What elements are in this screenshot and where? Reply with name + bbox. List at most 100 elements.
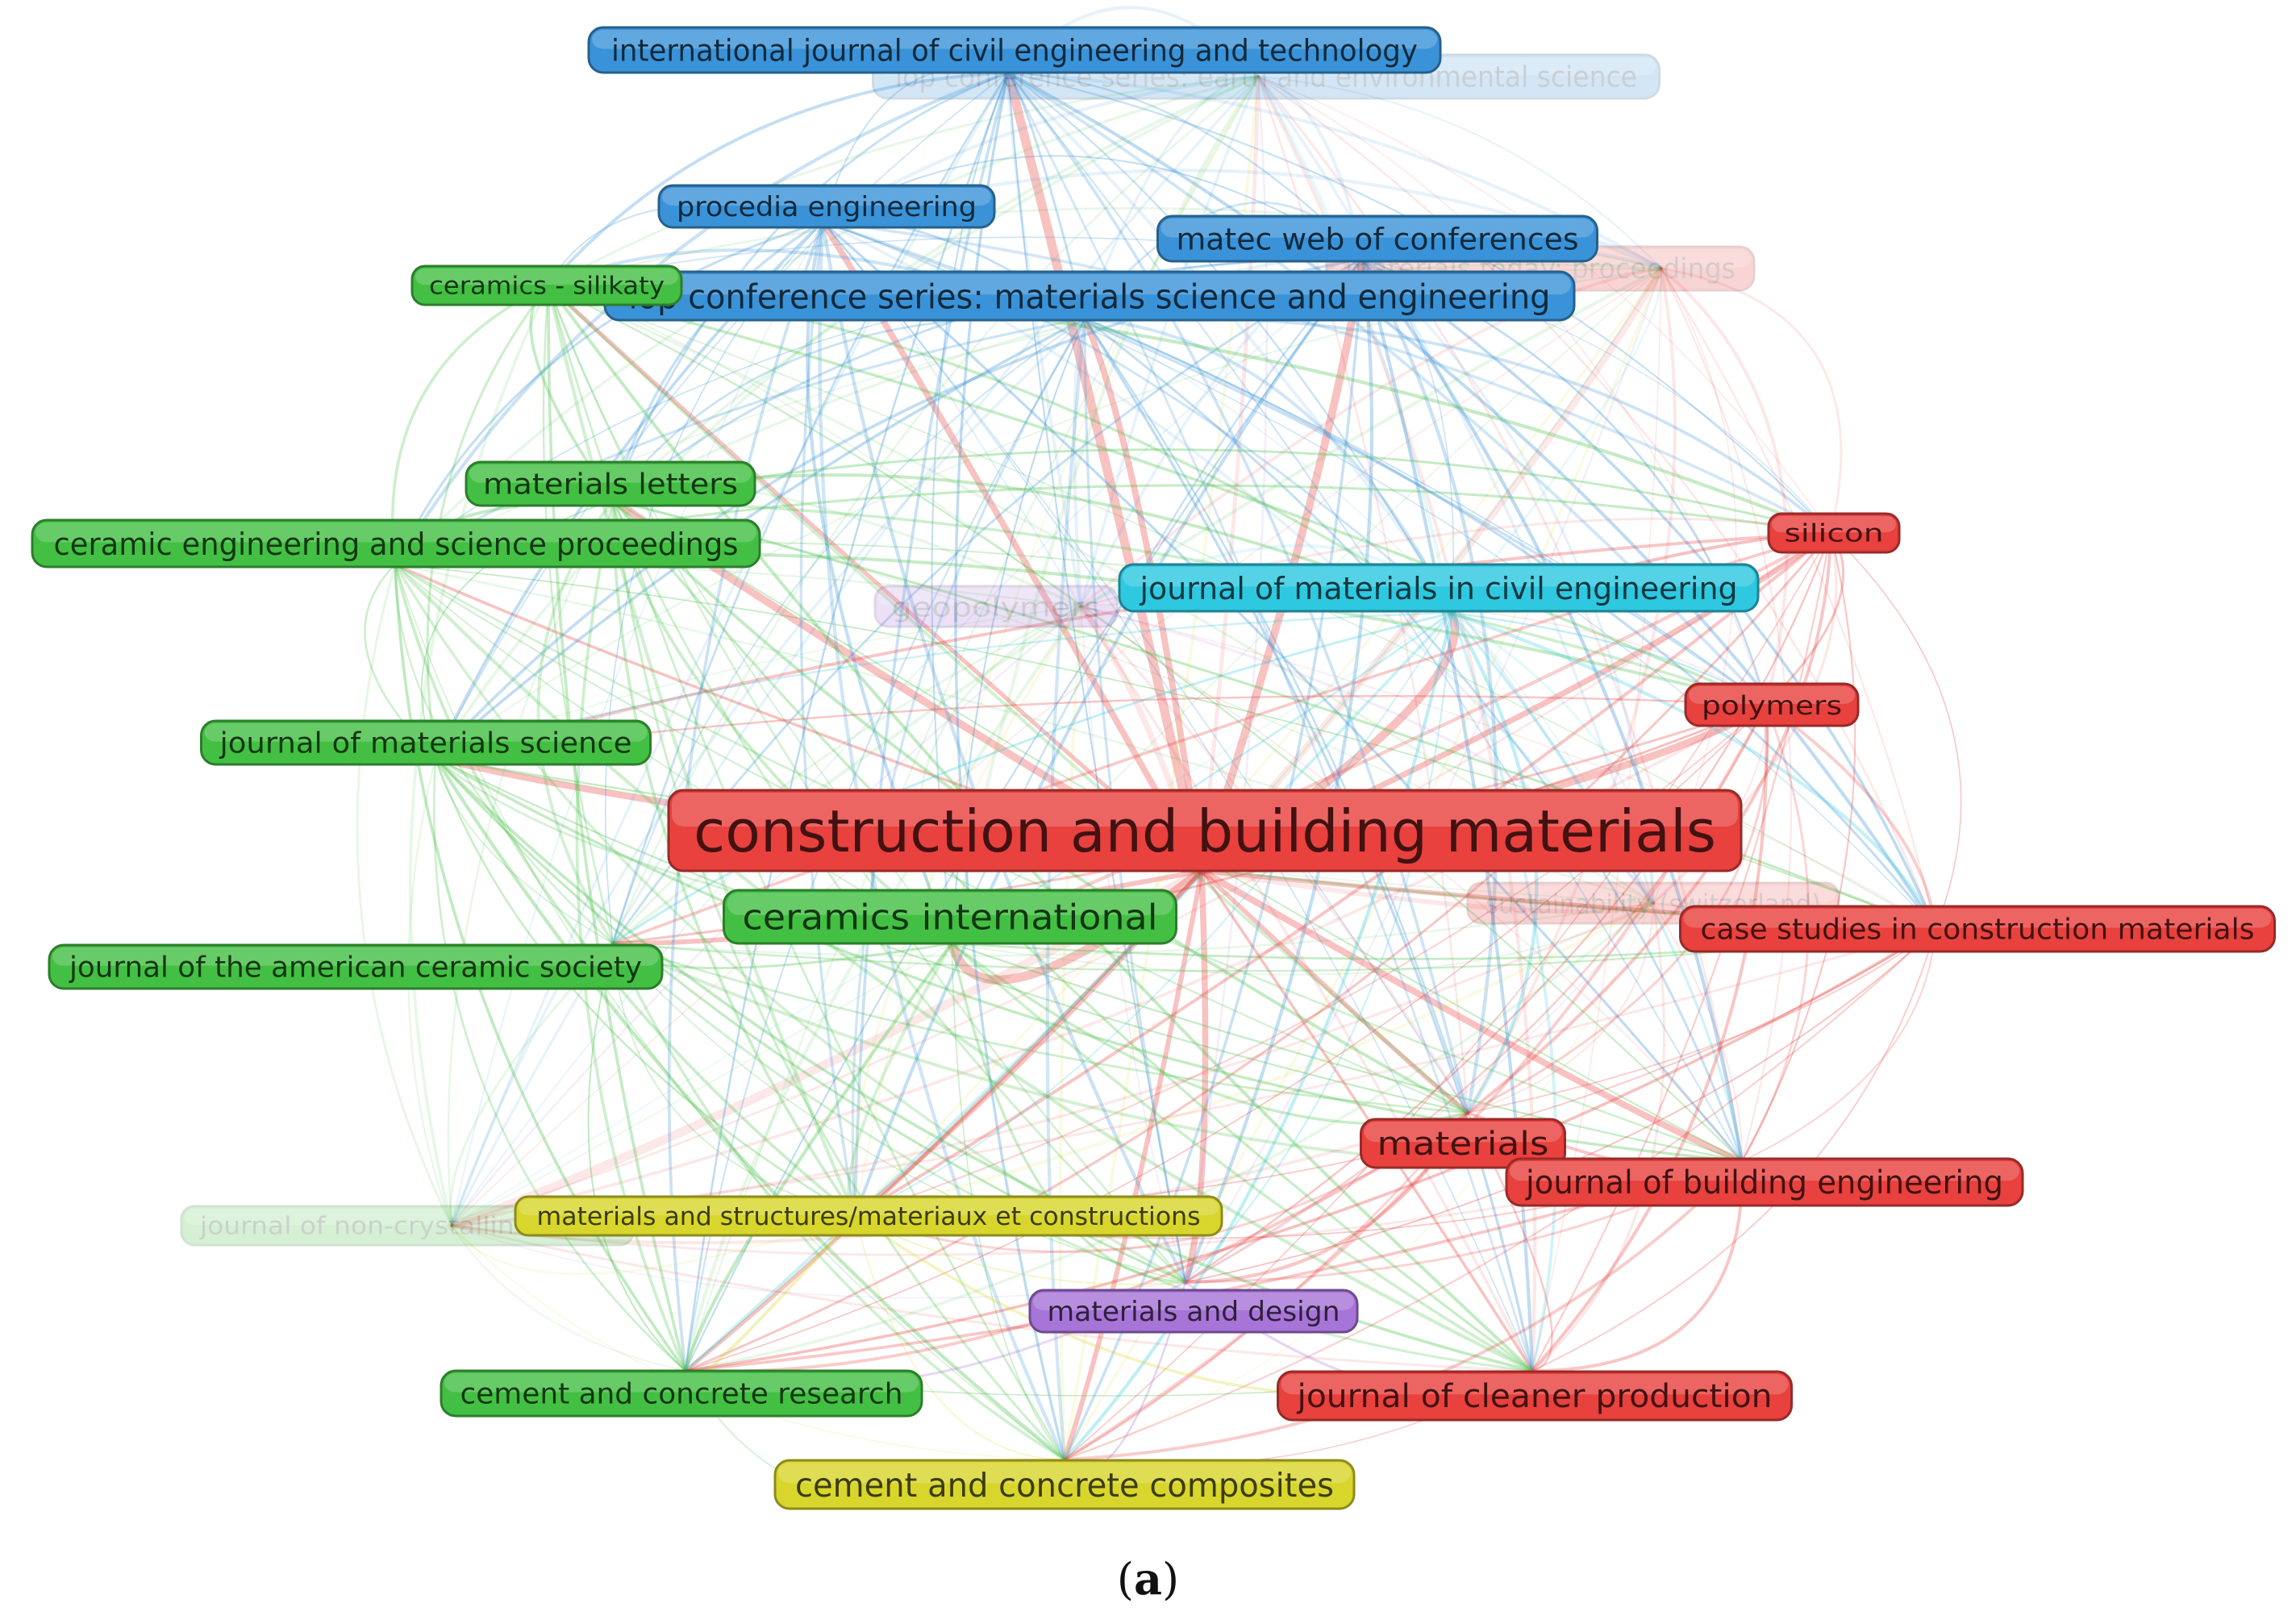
edge-geopolymers--case-studies-in-construction-materials: [1080, 606, 1936, 930]
node-label: cement and concrete research: [460, 1378, 903, 1411]
edge-ceramics-international--cement-and-concrete-composites: [951, 943, 1065, 1460]
edge-procedia-engineering--materials-and-design: [820, 219, 1188, 1285]
node-label: materials and structures/materiaux et co…: [537, 1202, 1201, 1231]
node-highlight: [1033, 1293, 1354, 1310]
edge-journal-of-the-american-ceramic-society--sustainability-switzerland: [611, 902, 1655, 957]
edge-materials-today-proceedings--polymers: [1659, 266, 1789, 707]
edge-journal-of-materials-in-civil-engineering--journal-of-the-american-ceramic-society: [611, 611, 1453, 945]
edge-journal-of-materials-in-civil-engineering--case-studies-in-construction-materials: [1449, 610, 1938, 931]
edge-iop-conference-series-earth-and-environmental-science--ceramics-international: [949, 74, 1261, 946]
edge-materials-today-proceedings--case-studies-in-construction-materials: [1660, 267, 1937, 931]
edge-procedia-engineering--journal-of-materials-in-civil-engineering: [821, 220, 1453, 614]
edge-ceramics-international--journal-of-non-crystalline-solids: [451, 943, 952, 1226]
node-highlight: [1772, 516, 1896, 533]
edge-journal-of-materials-science--journal-of-the-american-ceramic-society: [435, 757, 614, 944]
node-label: ceramic engineering and science proceedi…: [54, 527, 739, 562]
edge-materials--journal-of-cleaner-production: [1466, 1111, 1553, 1372]
edge-materials-letters--polymers: [611, 498, 1768, 706]
node-highlight: [1364, 1122, 1562, 1143]
edge-journal-of-the-american-ceramic-society--journal-of-non-crystalline-solids: [448, 942, 615, 1227]
edge-journal-of-materials-in-civil-engineering--journal-of-cleaner-production: [1450, 611, 1558, 1372]
node-highlight: [1281, 1374, 1789, 1395]
node-label: cement and concrete composites: [795, 1466, 1334, 1505]
node-materials-and-design[interactable]: materials and design: [1028, 1289, 1359, 1334]
edge-iop-conference-series-earth-and-environmental-science--cement-and-concrete-research: [684, 75, 1260, 1372]
node-label: geopolymers: [892, 592, 1101, 623]
node-sustainability-switzerland[interactable]: sustainability (switzerland): [1466, 881, 1840, 925]
edge-matec-web-of-conferences--materials: [1361, 256, 1498, 1115]
edge-materials-today-proceedings--geopolymers: [1079, 267, 1663, 608]
node-highlight: [1161, 219, 1594, 238]
edge-case-studies-in-construction-materials--cement-and-concrete-composites: [1063, 927, 1937, 1461]
edge-construction-and-building-materials--international-journal-of-civil-engineering-and-technology: [1003, 68, 1206, 876]
edge-construction-and-building-materials--sustainability-switzerland: [1199, 868, 1656, 914]
node-cement-and-concrete-research[interactable]: cement and concrete research: [440, 1369, 923, 1418]
node-procedia-engineering[interactable]: procedia engineering: [657, 184, 996, 229]
edge-international-journal-of-civil-engineering-and-technology--journal-of-non-crystalline-solids: [450, 71, 1010, 1227]
edge-iop-conference-series-earth-and-environmental-science--journal-of-materials-science: [434, 75, 1260, 760]
edge-materials-and-structures--cement-and-concrete-composites: [854, 1215, 1065, 1460]
edge-geopolymers--cement-and-concrete-research: [683, 604, 1083, 1373]
node-ceramic-engineering-and-science-proceedings[interactable]: ceramic engineering and science proceedi…: [31, 518, 761, 568]
edge-materials-today-proceedings--silicon: [1660, 267, 1843, 535]
edge-construction-and-building-materials--iop-conference-series-materials-science-and-engineering: [1081, 315, 1205, 874]
node-silicon[interactable]: silicon: [1767, 512, 1901, 554]
edge-materials-today-proceedings--materials-and-structures: [853, 267, 1663, 1218]
edge-iop-conference-series-materials-science-and-engineering--journal-of-non-crystalline-solids: [450, 317, 1086, 1227]
edge-matec-web-of-conferences--geopolymers: [1079, 256, 1365, 608]
edge-journal-of-materials-science--cement-and-concrete-research: [432, 756, 687, 1372]
node-ceramics-silikaty[interactable]: ceramics - silikaty: [410, 264, 683, 306]
node-case-studies-in-construction-materials[interactable]: case studies in construction materials: [1679, 905, 2276, 953]
node-iop-conference-series-materials-science-and-engineering[interactable]: iop conference series: materials science…: [603, 270, 1576, 322]
edge-ceramics-silikaty--materials: [546, 283, 1470, 1115]
edge-ceramics-silikaty--journal-of-building-engineering: [547, 284, 1744, 1163]
node-construction-and-building-materials[interactable]: construction and building materials: [667, 789, 1743, 872]
node-international-journal-of-civil-engineering-and-technology[interactable]: international journal of civil engineeri…: [587, 26, 1442, 74]
node-highlight: [1510, 1161, 2019, 1181]
edge-procedia-engineering--materials-letters: [611, 220, 824, 502]
node-cement-and-concrete-composites[interactable]: cement and concrete composites: [773, 1459, 1356, 1510]
edge-materials-today-proceedings--materials: [1465, 266, 1677, 1115]
node-materials-and-structures[interactable]: materials and structures/materiaux et co…: [514, 1195, 1223, 1237]
node-journal-of-materials-science[interactable]: journal of materials science: [200, 719, 652, 766]
edge-procedia-engineering--silicon: [821, 220, 1832, 535]
node-label: case studies in construction materials: [1701, 914, 2255, 947]
node-ceramics-international[interactable]: ceramics international: [723, 889, 1177, 945]
node-polymers[interactable]: polymers: [1684, 682, 1860, 727]
edge-case-studies-in-construction-materials--materials-and-design: [1185, 928, 1936, 1283]
node-journal-of-the-american-ceramic-society[interactable]: journal of the american ceramic society: [48, 943, 664, 990]
node-geopolymers[interactable]: geopolymers: [873, 585, 1119, 628]
node-materials-letters[interactable]: materials letters: [465, 460, 756, 507]
edge-iop-conference-series-materials-science-and-engineering--polymers: [1084, 318, 1767, 706]
node-label: silicon: [1785, 520, 1884, 548]
node-materials[interactable]: materials: [1360, 1118, 1566, 1169]
edge-iop-conference-series-earth-and-environmental-science--materials-letters: [611, 75, 1260, 502]
node-journal-of-materials-in-civil-engineering[interactable]: journal of materials in civil engineerin…: [1118, 563, 1760, 613]
edge-international-journal-of-civil-engineering-and-technology--cement-and-concrete-research: [684, 71, 1010, 1372]
edge-iop-conference-series-materials-science-and-engineering--ceramic-engineering-and-science-proceedings: [394, 317, 1086, 566]
edge-materials-letters--journal-of-cleaner-production: [611, 498, 1534, 1372]
edge-ceramics-silikaty--ceramic-engineering-and-science-proceedings: [391, 284, 550, 566]
edge-iop-conference-series-earth-and-environmental-science--journal-of-the-american-ceramic-society: [611, 75, 1260, 945]
edge-polymers--journal-of-cleaner-production: [1530, 702, 1769, 1373]
edge-iop-conference-series-materials-science-and-engineering--materials-and-structures: [851, 317, 1086, 1218]
edge-ceramic-engineering-and-science-proceedings--materials-and-structures: [394, 563, 856, 1218]
node-label: ceramics - silikaty: [429, 273, 665, 301]
node-label: matec web of conferences: [1177, 223, 1579, 257]
edge-ceramics-silikaty--polymers: [547, 284, 1768, 706]
node-highlight: [1471, 885, 1836, 902]
edge-silicon--journal-of-cleaner-production: [1531, 531, 1832, 1372]
node-highlight: [608, 274, 1571, 295]
edge-construction-and-building-materials--materials: [1199, 868, 1470, 1115]
node-journal-of-building-engineering[interactable]: journal of building engineering: [1505, 1157, 2024, 1207]
edge-ceramics-silikaty--materials-and-structures: [546, 283, 857, 1218]
edge-ceramic-engineering-and-science-proceedings--materials-and-design: [394, 563, 1187, 1284]
edge-ceramics-silikaty--journal-of-materials-science: [426, 284, 550, 760]
edge-ceramics-silikaty--journal-of-the-american-ceramic-society: [542, 284, 615, 945]
edge-ceramic-engineering-and-science-proceedings--cement-and-concrete-composites: [394, 564, 1065, 1460]
edge-iop-conference-series-materials-science-and-engineering--materials: [1083, 317, 1469, 1114]
node-matec-web-of-conferences[interactable]: matec web of conferences: [1156, 214, 1598, 263]
node-journal-of-cleaner-production[interactable]: journal of cleaner production: [1277, 1370, 1793, 1422]
edge-construction-and-building-materials--materials-and-design: [1182, 868, 1209, 1285]
